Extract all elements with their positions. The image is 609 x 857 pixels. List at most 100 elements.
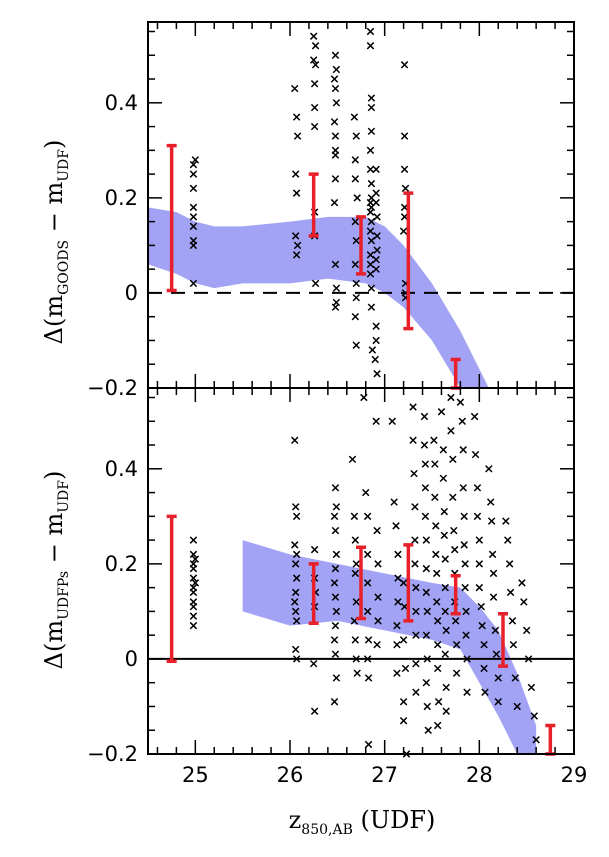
data-point-x-marker bbox=[421, 484, 430, 492]
error-bar bbox=[166, 514, 177, 664]
data-point-x-marker bbox=[331, 593, 340, 601]
error-bar bbox=[498, 612, 508, 668]
data-point-x-marker bbox=[372, 417, 380, 426]
data-point-x-marker bbox=[292, 574, 301, 582]
data-point-x-marker bbox=[434, 697, 443, 706]
data-point-x-marker bbox=[411, 536, 419, 544]
data-point-x-marker bbox=[400, 132, 409, 140]
data-point-x-marker bbox=[424, 726, 432, 734]
data-point-x-marker bbox=[393, 640, 401, 649]
bottom-panel-frame bbox=[147, 387, 575, 755]
data-point-x-marker bbox=[372, 255, 380, 264]
x-tick-label: 28 bbox=[466, 763, 493, 787]
data-point-x-marker bbox=[401, 664, 410, 673]
y-tick-label: 0.4 bbox=[105, 91, 138, 115]
data-point-x-marker bbox=[433, 721, 442, 730]
data-point-x-marker bbox=[411, 560, 419, 568]
data-point-x-marker bbox=[491, 626, 500, 635]
data-point-x-marker bbox=[478, 621, 486, 630]
data-point-x-marker bbox=[350, 512, 359, 521]
data-point-x-marker bbox=[511, 674, 520, 682]
data-point-x-marker bbox=[351, 156, 360, 164]
data-point-x-marker bbox=[189, 550, 198, 559]
data-point-x-marker bbox=[332, 550, 341, 559]
data-point-x-marker bbox=[440, 507, 449, 516]
data-point-x-marker bbox=[486, 498, 495, 506]
x-tick-label: 25 bbox=[182, 763, 209, 787]
data-point-x-marker bbox=[331, 175, 340, 183]
data-point-x-marker bbox=[291, 588, 300, 597]
data-point-x-marker bbox=[475, 583, 484, 592]
data-point-x-marker bbox=[366, 227, 375, 235]
data-point-x-marker bbox=[189, 213, 198, 221]
data-point-x-marker bbox=[331, 564, 340, 573]
data-point-x-marker bbox=[410, 469, 418, 478]
data-point-x-marker bbox=[189, 602, 198, 611]
error-bar bbox=[356, 545, 366, 621]
data-point-x-marker bbox=[189, 279, 198, 288]
data-point-x-marker bbox=[494, 674, 502, 682]
data-point-x-marker bbox=[331, 484, 340, 492]
data-point-x-marker bbox=[441, 555, 449, 563]
data-point-x-marker bbox=[332, 65, 341, 74]
data-point-x-marker bbox=[291, 560, 300, 568]
data-point-x-marker bbox=[421, 512, 430, 521]
data-point-x-marker bbox=[505, 560, 514, 568]
data-point-x-marker bbox=[489, 569, 498, 578]
data-point-x-marker bbox=[374, 560, 382, 568]
error-bar bbox=[308, 172, 319, 238]
data-point-x-marker bbox=[351, 260, 360, 269]
data-point-x-marker bbox=[363, 579, 372, 587]
data-point-x-marker bbox=[366, 208, 375, 216]
y-tick-label: 0 bbox=[125, 647, 138, 671]
data-point-x-marker bbox=[399, 697, 408, 706]
data-point-x-marker bbox=[400, 165, 409, 174]
data-point-x-marker bbox=[509, 640, 518, 649]
data-point-x-marker bbox=[367, 179, 376, 188]
data-point-x-marker bbox=[475, 560, 484, 568]
data-point-x-marker bbox=[351, 312, 360, 321]
data-point-x-marker bbox=[367, 103, 376, 112]
data-point-x-marker bbox=[439, 474, 448, 483]
data-point-x-marker bbox=[291, 170, 300, 178]
data-point-x-marker bbox=[310, 545, 319, 554]
data-point-x-marker bbox=[433, 598, 441, 606]
data-point-x-marker bbox=[367, 127, 376, 136]
data-point-x-marker bbox=[363, 655, 372, 663]
data-point-x-marker bbox=[293, 241, 302, 250]
data-point-x-marker bbox=[459, 484, 467, 492]
data-point-x-marker bbox=[409, 436, 417, 445]
data-point-x-marker bbox=[452, 669, 461, 677]
data-point-x-marker bbox=[366, 27, 375, 36]
data-point-x-marker bbox=[191, 579, 200, 587]
data-point-x-marker bbox=[447, 393, 455, 402]
data-point-x-marker bbox=[291, 436, 299, 445]
data-point-x-marker bbox=[352, 655, 360, 663]
data-point-x-marker bbox=[374, 593, 382, 601]
data-point-x-marker bbox=[412, 583, 420, 592]
data-point-x-marker bbox=[311, 42, 320, 50]
data-point-x-marker bbox=[432, 522, 440, 530]
data-point-x-marker bbox=[506, 588, 515, 597]
data-point-x-marker bbox=[191, 555, 200, 563]
data-point-x-marker bbox=[532, 736, 540, 744]
data-point-x-marker bbox=[430, 436, 438, 445]
data-point-x-marker bbox=[473, 484, 482, 492]
data-point-x-marker bbox=[399, 716, 408, 725]
y-tick-label: −0.2 bbox=[87, 376, 138, 400]
top-scatter-points bbox=[189, 27, 410, 378]
data-point-x-marker bbox=[189, 574, 198, 582]
data-point-x-marker bbox=[189, 241, 198, 250]
data-point-x-marker bbox=[420, 441, 429, 449]
data-point-x-marker bbox=[388, 417, 396, 426]
data-point-x-marker bbox=[189, 170, 198, 178]
data-point-x-marker bbox=[367, 303, 376, 311]
data-point-x-marker bbox=[422, 536, 431, 544]
data-point-x-marker bbox=[291, 645, 300, 654]
data-point-x-marker bbox=[332, 503, 341, 511]
data-point-x-marker bbox=[412, 688, 420, 696]
error-bar bbox=[308, 562, 319, 626]
